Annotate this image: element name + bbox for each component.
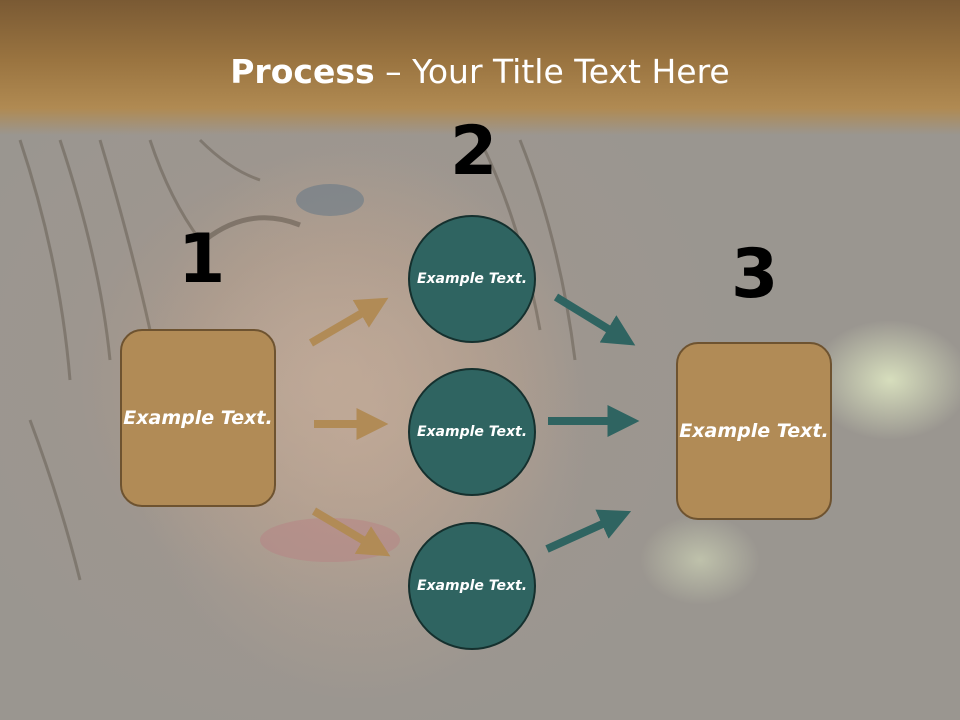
step-number-3: 3 xyxy=(731,235,779,314)
title-band xyxy=(0,0,960,135)
step-1-box: Example Text. xyxy=(120,329,276,507)
step-3-text: Example Text. xyxy=(679,419,829,442)
step-number-1: 1 xyxy=(178,220,226,299)
step-1-text: Example Text. xyxy=(123,406,273,429)
circle-top-text: Example Text. xyxy=(416,270,528,287)
circle-top: Example Text. xyxy=(408,215,536,343)
slide-title: Process – Your Title Text Here xyxy=(0,52,960,91)
title-bold: Process xyxy=(230,52,375,91)
title-rest: – Your Title Text Here xyxy=(374,52,730,91)
circle-middle-text: Example Text. xyxy=(416,423,528,440)
step-number-2: 2 xyxy=(450,112,498,191)
circle-bottom-text: Example Text. xyxy=(416,577,528,594)
circle-middle: Example Text. xyxy=(408,368,536,496)
circle-bottom: Example Text. xyxy=(408,522,536,650)
step-3-box: Example Text. xyxy=(676,342,832,520)
